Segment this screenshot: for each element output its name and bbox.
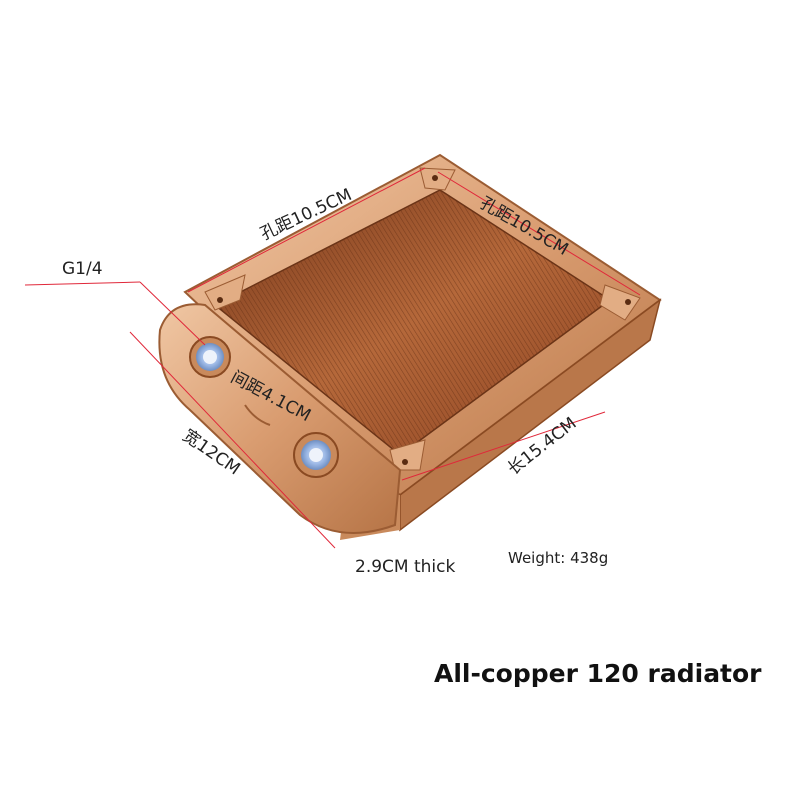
weight-label: Weight: 438g <box>508 549 609 567</box>
port-size-label: G1/4 <box>62 259 103 279</box>
outlet-port <box>293 432 339 478</box>
product-title: All-copper 120 radiator <box>434 659 762 688</box>
inlet-port <box>189 336 231 378</box>
dimension-lines <box>24 167 641 549</box>
thickness-label: 2.9CM thick <box>355 557 456 577</box>
mount-holes <box>217 175 631 465</box>
